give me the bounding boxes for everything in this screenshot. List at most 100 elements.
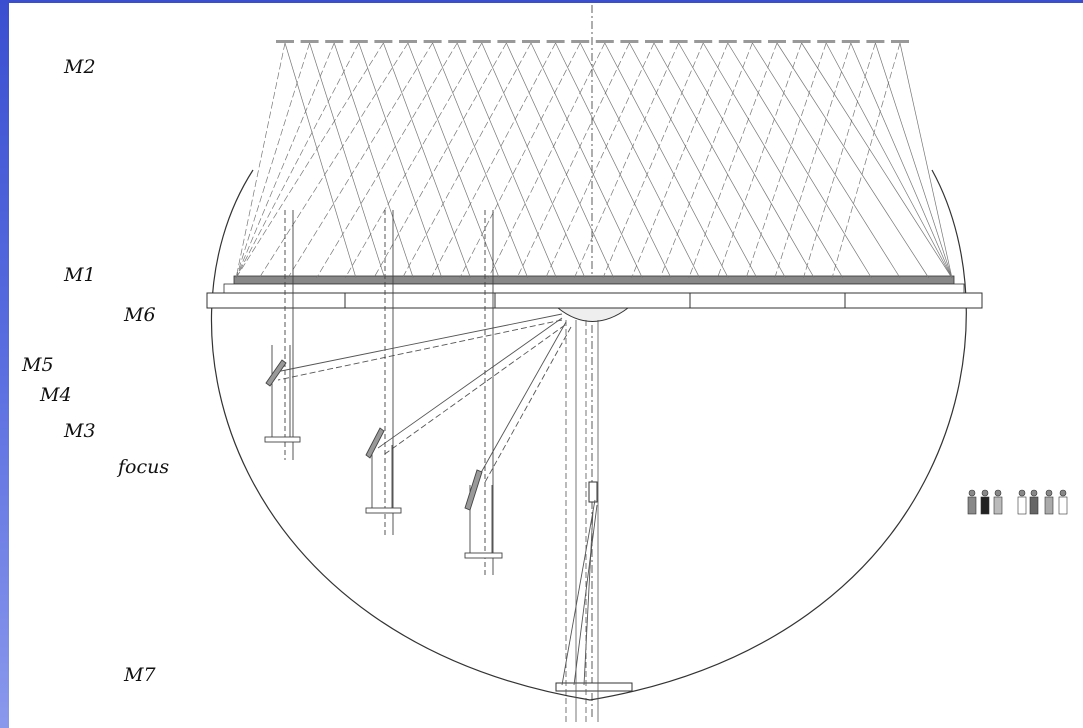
label-m4: M4 (40, 384, 72, 406)
slide-top-border (0, 0, 1083, 3)
m2-light-ray (488, 42, 606, 279)
m2-light-ray (629, 42, 758, 279)
m2-segment (792, 40, 811, 43)
m2-light-ray (604, 42, 729, 279)
m2-light-ray (752, 42, 901, 279)
label-m1: M1 (64, 264, 96, 286)
label-m3: M3 (64, 420, 96, 442)
slide-left-border (0, 0, 9, 728)
m2-light-ray (803, 42, 876, 279)
m1-cell (223, 283, 965, 294)
m2-light-ray (702, 42, 844, 279)
label-m6: M6 (124, 304, 156, 326)
m2-light-ray (530, 42, 643, 279)
m2-light-ray (284, 42, 357, 279)
m2-light-ray (481, 42, 586, 279)
m2-light-ray (659, 42, 753, 279)
human-figures-scale-icon (967, 489, 1068, 515)
enclosure-outline (210, 169, 967, 701)
m2-segment (300, 40, 319, 43)
m2-segment (645, 40, 663, 43)
m2-light-ray (573, 42, 679, 279)
m2-segment (841, 40, 860, 43)
m2-segment (472, 40, 491, 43)
m2-segment (694, 40, 713, 43)
m2-segment (891, 40, 909, 43)
m2-light-paths (235, 42, 953, 279)
m2-light-ray (333, 42, 414, 279)
m2-segment (325, 40, 344, 43)
m2-light-ray (653, 42, 786, 279)
m2-light-ray (579, 42, 700, 279)
m7-mirror (555, 682, 633, 692)
label-focus: focus (118, 456, 170, 478)
m2-light-ray (545, 42, 655, 279)
m2-segment (595, 40, 614, 43)
m2-segment (522, 40, 540, 43)
m2-light-ray (287, 42, 433, 279)
m2-light-ray (344, 42, 483, 279)
m2-light-ray (717, 42, 802, 279)
tower-2 (365, 210, 402, 535)
m2-light-ray (309, 42, 385, 279)
m2-light-ray (506, 42, 615, 279)
m2-light-ray (235, 42, 310, 279)
label-m7: M7 (124, 664, 156, 686)
m2-light-ray (235, 42, 286, 279)
tower-1 (264, 210, 301, 460)
focal-instrument (588, 481, 598, 503)
m2-light-ray (602, 42, 704, 279)
m2-light-ray (555, 42, 672, 279)
m2-light-ray (825, 42, 953, 279)
m2-light-ray (358, 42, 443, 279)
m1-support (206, 292, 983, 309)
m2-light-ray (456, 42, 557, 279)
m2-light-ray (678, 42, 815, 279)
m2-segment (866, 40, 885, 43)
m2-segment (349, 40, 368, 43)
m2-light-ray (235, 42, 360, 279)
m2-light-ray (402, 42, 532, 279)
m2-segment (276, 40, 294, 43)
relay-beams (275, 313, 598, 686)
label-m5: M5 (22, 354, 54, 376)
m6-mirror (556, 307, 630, 322)
m2-segment (817, 40, 836, 43)
m2-light-ray (801, 42, 953, 279)
m2-segment (546, 40, 565, 43)
m2-segment (374, 40, 393, 43)
m2-segment (620, 40, 639, 43)
m2-light-ray (688, 42, 778, 279)
m2-light-ray (430, 42, 556, 279)
m2-light-ray (727, 42, 872, 279)
tower-3 (464, 210, 503, 575)
m2-light-ray (432, 42, 529, 279)
m2-light-ray (875, 42, 953, 279)
m2-segment (423, 40, 442, 43)
m2-segment (718, 40, 737, 43)
m2-light-ray (745, 42, 827, 279)
m2-light-ray (383, 42, 471, 279)
m2-light-ray (373, 42, 507, 279)
m2-light-ray (776, 42, 930, 279)
central-beam (565, 320, 599, 722)
m2-light-ray (407, 42, 500, 279)
label-m2: M2 (64, 56, 96, 78)
m2-light-ray (235, 42, 335, 279)
m2-segment (399, 40, 417, 43)
m2-segment (768, 40, 786, 43)
m2-light-ray (459, 42, 581, 279)
m2-segments (276, 40, 909, 43)
m2-light-ray (831, 42, 901, 279)
m2-segment (448, 40, 467, 43)
m2-light-ray (850, 42, 953, 279)
m2-segment (571, 40, 590, 43)
m2-light-ray (631, 42, 729, 279)
m2-light-ray (235, 42, 384, 279)
m2-segment (497, 40, 516, 43)
m2-light-ray (899, 42, 953, 279)
m2-light-ray (316, 42, 458, 279)
m2-segment (669, 40, 688, 43)
m2-light-ray (774, 42, 852, 279)
